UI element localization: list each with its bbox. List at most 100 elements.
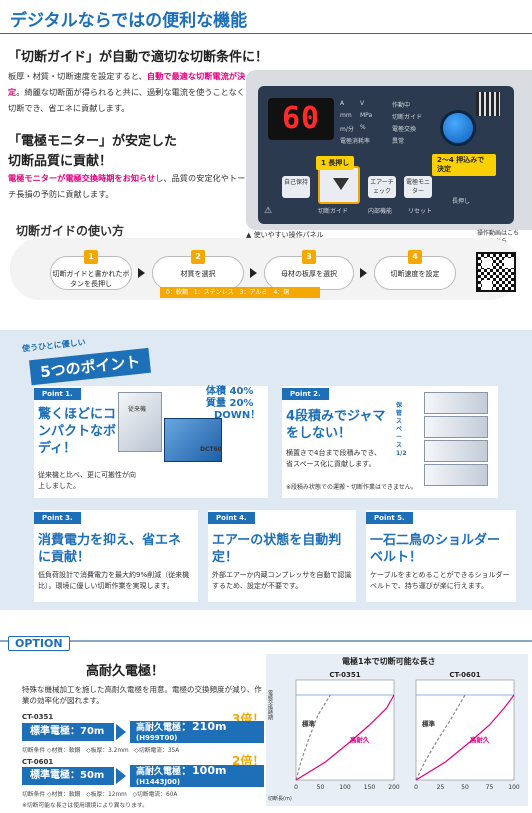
- point-1-text: 従来機と比べ、更に可搬性が向上しました。: [38, 471, 136, 490]
- badge-down: DOWN！: [214, 410, 261, 421]
- series-line-high-durability: [295, 694, 395, 781]
- opt-electrode-ct0601: 高耐久電極：100m (H1443J00): [130, 765, 264, 787]
- page-title: デジタルならではの便利な機能: [10, 11, 248, 31]
- times-badge-2x: 2倍！: [232, 754, 265, 768]
- point-2-note: ※段積み状態での運搬・切断作業はできません。: [286, 484, 417, 491]
- electrode-monitor-heading-1: 「電極モニター」が安定した: [8, 134, 178, 149]
- step-3-label: 母材の板厚を選択: [281, 270, 337, 278]
- button-caption-guide: 切断ガイド: [318, 208, 349, 215]
- stacked-unit-3: [424, 440, 488, 462]
- button-caption-reset: リセット: [408, 208, 433, 215]
- button-caption-internal: 内部機能: [368, 208, 393, 215]
- dct60-machine-image: [164, 418, 222, 462]
- point-5-text: ケーブルをまとめることができるショルダーベルトで、持ち運びが楽に行えます。: [370, 571, 510, 590]
- cut-guide-text: 板厚・材質・切断速度を設定すると、自動で最適な切断電流が決定。綺麗な切断面が得ら…: [8, 68, 246, 116]
- cut-guide-button[interactable]: [318, 166, 360, 204]
- series-line-standard: [295, 694, 331, 781]
- status-label-running: 作動中: [392, 102, 411, 109]
- unit-label-v: V: [360, 100, 365, 107]
- opt-code: (H1443J00): [136, 778, 181, 786]
- unit-label-speed: m/分: [340, 126, 354, 133]
- chart-subtitle: CT-0601: [449, 671, 480, 679]
- step-2-label: 材質を選択: [180, 270, 216, 278]
- point-3-card: [34, 510, 198, 602]
- point-2-title: 4段積みでジャマをしない！: [286, 409, 386, 441]
- video-qr-code[interactable]: [476, 252, 516, 292]
- chart-plot-area: [415, 679, 515, 781]
- air-check-button[interactable]: エアーチェック: [368, 176, 396, 198]
- status-label-error: 異常: [392, 138, 405, 145]
- x-tick-label: 25: [437, 784, 445, 791]
- step-1-number: 1: [84, 250, 98, 264]
- graph-title: 電極1本で切断可能な長さ: [342, 657, 436, 666]
- electrode-monitor-text: 電極モニターが電極交換時期をお知らせし、品質の安定化やトーチ長損の予防に貢献しま…: [8, 170, 246, 202]
- series-line-standard: [415, 694, 466, 781]
- down-triangle-icon: [333, 178, 349, 190]
- panel-qr-icon: [476, 92, 500, 116]
- unit-label-mpa: MPa: [360, 112, 373, 119]
- opt-name: 高耐久電極: [136, 767, 182, 777]
- stacked-unit-1: [424, 392, 488, 414]
- point-2-tag: Point 2.: [282, 388, 329, 400]
- option-title: 高耐久電極！: [86, 664, 165, 679]
- step-3: 母材の板厚を選択: [264, 256, 354, 290]
- opt-value: ：210m: [181, 720, 227, 733]
- self-hold-button[interactable]: 自己保持: [282, 176, 310, 198]
- opt-value: ：100m: [181, 764, 227, 777]
- label-old-machine: 従来機: [128, 406, 147, 413]
- point-3-text: 低負荷設計で消費電力を最大約9%削減（従来機比）。環境に優しい切断作業を実現しま…: [38, 571, 190, 590]
- electrode-monitor-text-highlight: 電極モニターが電極交換時期をお知らせ: [8, 173, 156, 183]
- point-5-title: 一石二鳥のショルダーベルト！: [370, 533, 501, 565]
- x-axis-label: 切断長(m): [268, 795, 292, 802]
- status-label-guide: 切断ガイド: [392, 114, 423, 121]
- opt-name: 高耐久電極: [136, 723, 182, 733]
- cut-guide-text-1: 板厚・材質・切断速度を設定すると、: [8, 71, 147, 81]
- step-arrow-icon: [138, 268, 145, 278]
- unit-label-percent: %: [360, 124, 366, 131]
- callout-press-confirm: 2～4 押込みで決定: [432, 154, 496, 176]
- point-3-tag: Point 3.: [34, 512, 81, 524]
- cut-guide-text-2: 。綺麗な切断面が得られると共に、過剰な電流を使うことなく切断でき、省エネに貢献し…: [8, 87, 245, 113]
- opt-electrode-ct0351: 高耐久電極：210m (H999T00): [130, 721, 264, 743]
- point-4-title: エアーの状態を自動判定！: [212, 533, 342, 565]
- opt-code: (H999T00): [136, 734, 178, 742]
- option-note: ※切断可能な長さは使用環境により異なります。: [22, 803, 148, 809]
- model-ct0601: CT-0601: [22, 758, 54, 766]
- callout-long-press: 1 長押し: [316, 156, 355, 170]
- cond-ct0351: 切断条件 ◇材質：軟鋼 ◇板厚：3.2mm ◇切断電流：35A: [22, 748, 180, 754]
- model-ct0351: CT-0351: [22, 713, 54, 721]
- point-5-card: [366, 510, 516, 602]
- electrode-monitor-text-2: し、品質の安定化やトーチ長損の予防に貢献します。: [8, 173, 246, 199]
- stacked-unit-4: [424, 464, 488, 486]
- arrow-right-icon: [116, 724, 126, 740]
- option-text: 特殊な機械加工を施した高耐久電極を用意。電極の交換頻度が減り、作業の効率化が図れ…: [22, 685, 262, 705]
- x-tick-label: 0: [294, 784, 298, 791]
- series-line-high-durability: [415, 694, 515, 781]
- panel-caption: ▲ 使いやすい操作パネル: [246, 231, 324, 239]
- step-arrow-icon: [250, 268, 257, 278]
- digital-display: 60: [268, 98, 334, 140]
- x-tick-label: 75: [486, 784, 494, 791]
- cut-guide-heading: 「切断ガイド」が自動で適切な切断条件に！: [8, 50, 269, 65]
- warning-icon: ⚠: [264, 206, 273, 216]
- x-tick-label: 0: [414, 784, 418, 791]
- series-label: 標準: [422, 719, 436, 728]
- material-options: 0：軟鋼 1：ステンレス 3：アルミ 4：銅: [160, 287, 320, 298]
- unit-label-a: A: [340, 100, 345, 107]
- arrow-right-icon: [116, 768, 126, 784]
- stacked-unit-2: [424, 416, 488, 438]
- status-label-electrode: 電極交換: [392, 126, 417, 133]
- unit-caption: 電極消耗率: [340, 138, 371, 145]
- electrode-monitor-heading-2: 切断品質に貢献！: [8, 154, 113, 169]
- badge-mass: 質量 20%: [206, 398, 254, 409]
- point-4-text: 外部エアーか内蔵コンプレッサを自動で認識するため、設定が不要です。: [212, 571, 352, 590]
- std-electrode-ct0601: 標準電極：50m: [22, 767, 114, 785]
- setting-knob[interactable]: [440, 110, 476, 146]
- electrode-monitor-button[interactable]: 電極モニター: [404, 176, 432, 198]
- unit-label-mm: mm: [340, 112, 352, 119]
- title-divider: [0, 33, 532, 34]
- std-electrode-ct0351: 標準電極：70m: [22, 723, 114, 741]
- point-1-tag: Point 1.: [34, 388, 81, 400]
- x-tick-label: 100: [339, 784, 351, 791]
- series-label: 高耐久: [470, 735, 490, 744]
